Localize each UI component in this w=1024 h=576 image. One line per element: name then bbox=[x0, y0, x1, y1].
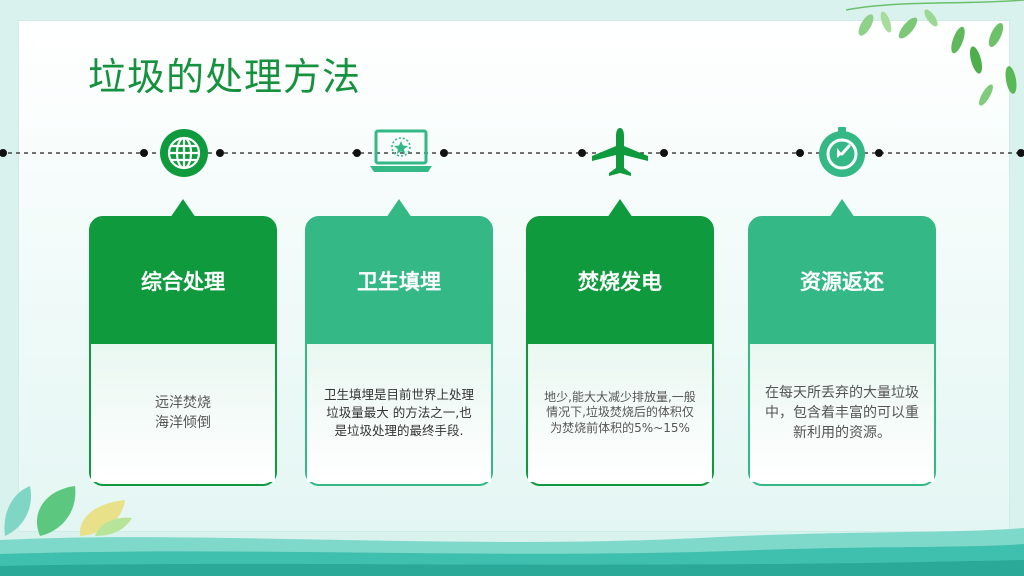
card-text: 远洋焚烧 海洋倾倒 bbox=[155, 394, 211, 431]
timeline-dot bbox=[1017, 149, 1024, 157]
card-resource-return: 资源返还 在每天所丢弃的大量垃圾中，包含着丰富的可以重新利用的资源。 bbox=[748, 216, 936, 486]
card-title: 资源返还 bbox=[800, 270, 884, 294]
card-header: 综合处理 bbox=[91, 218, 275, 344]
timeline-dot bbox=[353, 149, 361, 157]
card-sanitary-landfill: 卫生填埋 卫生填埋是目前世界上处理垃圾量最大 的方法之一,也是垃圾处理的最终手段… bbox=[305, 216, 493, 486]
timeline-dot bbox=[578, 149, 586, 157]
card-body: 卫生填埋是目前世界上处理垃圾量最大 的方法之一,也是垃圾处理的最终手段. bbox=[307, 344, 491, 482]
timer-icon bbox=[819, 127, 865, 177]
card-incineration-power: 焚烧发电 地少,能大大减少排放量,一般情况下,垃圾焚烧后的体积仅为焚烧前体积的5… bbox=[526, 216, 714, 486]
timeline-dot bbox=[660, 149, 668, 157]
globe-icon bbox=[160, 129, 208, 177]
laptop-icon bbox=[370, 129, 432, 172]
airplane-icon bbox=[592, 128, 648, 176]
card-title: 卫生填埋 bbox=[357, 270, 441, 294]
card-text: 在每天所丢弃的大量垃圾中，包含着丰富的可以重新利用的资源。 bbox=[765, 384, 919, 442]
card-title: 焚烧发电 bbox=[578, 270, 662, 294]
card-comprehensive-treatment: 综合处理 远洋焚烧 海洋倾倒 bbox=[89, 216, 277, 486]
timeline-dot bbox=[875, 149, 883, 157]
timeline-dot bbox=[0, 149, 7, 157]
timeline-dot bbox=[140, 149, 148, 157]
card-body: 远洋焚烧 海洋倾倒 bbox=[91, 344, 275, 482]
card-text: 卫生填埋是目前世界上处理垃圾量最大 的方法之一,也是垃圾处理的最终手段. bbox=[323, 386, 474, 439]
timeline bbox=[0, 149, 1024, 157]
timeline-dot bbox=[216, 149, 224, 157]
card-header: 卫生填埋 bbox=[307, 218, 491, 344]
card-title: 综合处理 bbox=[141, 270, 225, 294]
card-header: 焚烧发电 bbox=[528, 218, 712, 344]
page-title: 垃圾的处理方法 bbox=[88, 55, 362, 99]
card-header: 资源返还 bbox=[750, 218, 934, 344]
timeline-dot bbox=[440, 149, 448, 157]
timeline-dot bbox=[796, 149, 804, 157]
card-text: 地少,能大大减少排放量,一般情况下,垃圾焚烧后的体积仅为焚烧前体积的5%~15% bbox=[544, 389, 696, 435]
card-body: 地少,能大大减少排放量,一般情况下,垃圾焚烧后的体积仅为焚烧前体积的5%~15% bbox=[528, 344, 712, 482]
card-body: 在每天所丢弃的大量垃圾中，包含着丰富的可以重新利用的资源。 bbox=[750, 344, 934, 482]
